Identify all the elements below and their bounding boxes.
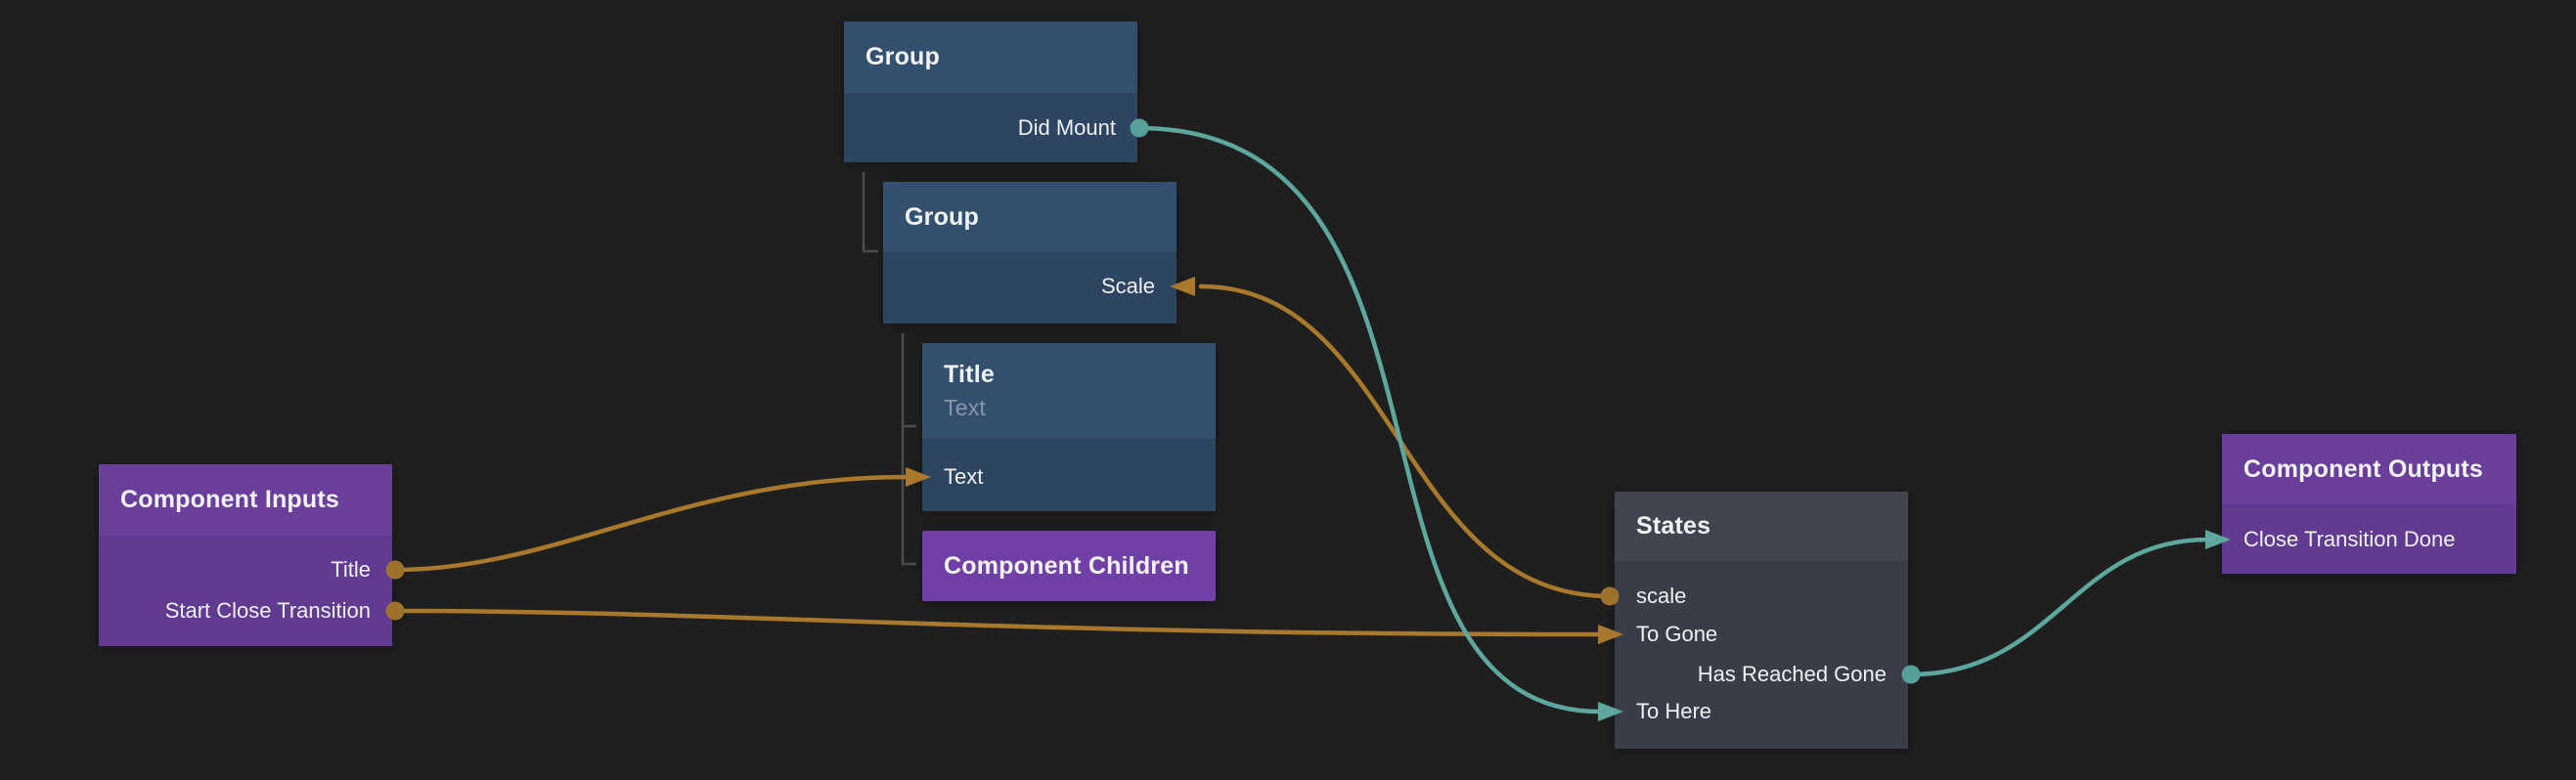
node-title: Component Outputs [2243, 455, 2484, 483]
node-title: Group [866, 43, 940, 70]
node-title-text-body: Text [922, 439, 1216, 511]
node-title: Title [944, 361, 995, 388]
node-component-inputs-body: Title Start Close Transition [99, 536, 392, 646]
node-title-text[interactable]: Title Text Text [922, 343, 1216, 511]
edge-startclose-to-togone[interactable] [392, 608, 1603, 637]
node-states-body: scale To Gone Has Reached Gone To Here [1615, 561, 1908, 749]
port-close-transition-done-input[interactable]: Close Transition Done [2243, 527, 2456, 551]
node-title: States [1636, 512, 1711, 540]
node-component-children[interactable]: Component Children [922, 531, 1216, 601]
node-group-2-body: Scale [883, 252, 1177, 324]
port-states-scale-output[interactable]: scale [1636, 584, 1687, 608]
node-group-1-body: Did Mount [844, 93, 1137, 162]
port-text-input[interactable]: Text [944, 464, 984, 489]
port-scale-input[interactable]: Scale [1100, 274, 1155, 298]
port-did-mount[interactable]: Did Mount [1017, 115, 1116, 140]
node-title-text-header: Title Text [922, 343, 1216, 439]
edge-hasreachedgone-to-closetransitiondone[interactable] [1908, 537, 2210, 677]
node-component-outputs-header: Component Outputs [2222, 434, 2516, 504]
node-group-2[interactable]: Group Scale [883, 182, 1177, 324]
port-start-close-transition-output[interactable]: Start Close Transition [164, 598, 371, 623]
hierarchy-line-group1-group2 [862, 172, 878, 253]
node-title: Component Children [944, 551, 1189, 580]
node-group-1-header: Group [844, 22, 1137, 93]
node-component-children-header: Component Children [922, 531, 1216, 601]
node-component-inputs-header: Component Inputs [99, 464, 392, 536]
node-type-label: Text [944, 395, 986, 420]
node-component-outputs[interactable]: Component Outputs Close Transition Done [2222, 434, 2516, 574]
node-states[interactable]: States scale To Gone Has Reached Gone To… [1615, 492, 1908, 749]
edge-title-to-text[interactable] [392, 474, 910, 573]
port-has-reached-gone-output[interactable]: Has Reached Gone [1697, 662, 1887, 686]
edge-statesscale-to-groupscale[interactable] [1198, 283, 1613, 599]
port-to-gone-input[interactable]: To Gone [1636, 622, 1718, 646]
port-title-output[interactable]: Title [331, 557, 371, 582]
node-title: Group [905, 202, 979, 231]
node-group-2-header: Group [883, 182, 1177, 252]
port-to-here-input[interactable]: To Here [1636, 699, 1712, 723]
node-group-1[interactable]: Group Did Mount [844, 22, 1137, 162]
node-component-outputs-body: Close Transition Done [2222, 504, 2516, 574]
hierarchy-line-group2-children [901, 333, 916, 566]
node-states-header: States [1615, 492, 1908, 561]
node-title: Component Inputs [120, 486, 340, 513]
node-component-inputs[interactable]: Component Inputs Title Start Close Trans… [99, 464, 392, 646]
